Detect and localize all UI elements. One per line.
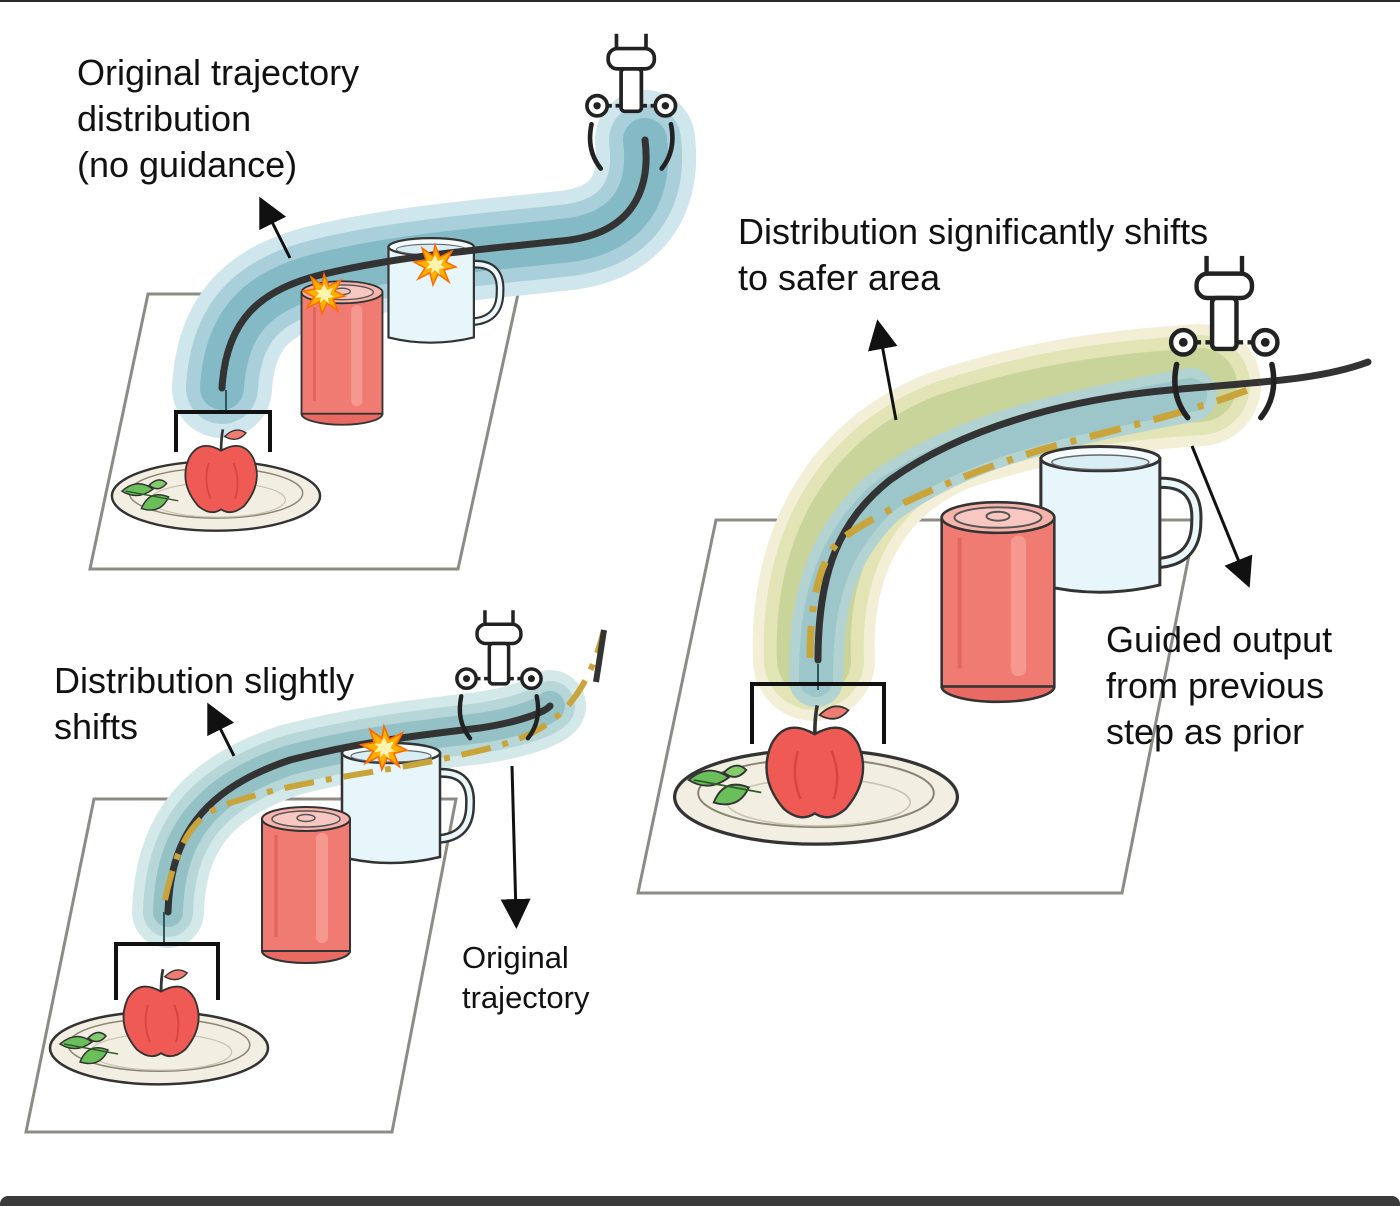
- arrow-icon: [207, 702, 236, 757]
- soda-can-icon: [260, 805, 352, 965]
- trajectory-path: [814, 358, 1372, 664]
- apple-bracket: [174, 410, 272, 452]
- arrow-icon: [1190, 445, 1253, 588]
- soda-can-icon: [942, 502, 1055, 702]
- label-slight-shift: Distribution slightly shifts: [54, 658, 354, 750]
- arrow-icon: [500, 765, 531, 929]
- label-line: Original: [462, 940, 569, 975]
- label-line: Guided output: [1106, 619, 1333, 660]
- apple-bracket: [750, 682, 886, 744]
- original-trajectory-dashed: [162, 629, 607, 901]
- label-line: from previous: [1106, 665, 1325, 707]
- label-line: Distribution slightly: [54, 660, 355, 701]
- panel-no-guidance: [88, 34, 697, 571]
- original-trajectory-dashed: [806, 381, 1262, 659]
- label-line: shifts: [54, 706, 139, 748]
- apple-bracket: [114, 942, 220, 1000]
- trajectory-path: [218, 136, 650, 392]
- panel-significant-shift: [636, 256, 1372, 895]
- label-significant-shift: Distribution significantly shifts to saf…: [738, 209, 1208, 301]
- arrow-icon: [259, 196, 292, 259]
- arrow-icon: [867, 319, 898, 421]
- top-border: [0, 0, 1400, 2]
- label-line: to safer area: [738, 257, 941, 299]
- label-original-distribution: Original trajectory distribution (no gui…: [77, 50, 359, 188]
- bottom-scrollbar[interactable]: [0, 1196, 1400, 1206]
- label-line: Distribution significantly shifts: [738, 211, 1209, 252]
- label-original-trajectory: Original trajectory: [462, 938, 589, 1019]
- label-line: (no guidance): [77, 144, 298, 186]
- label-line: step as prior: [1106, 711, 1305, 753]
- panel-slight-shift: [24, 610, 607, 1134]
- label-line: distribution: [77, 98, 252, 140]
- label-line: trajectory: [462, 980, 590, 1016]
- label-guided-output: Guided output from previous step as prio…: [1106, 617, 1332, 755]
- label-line: Original trajectory: [77, 52, 360, 93]
